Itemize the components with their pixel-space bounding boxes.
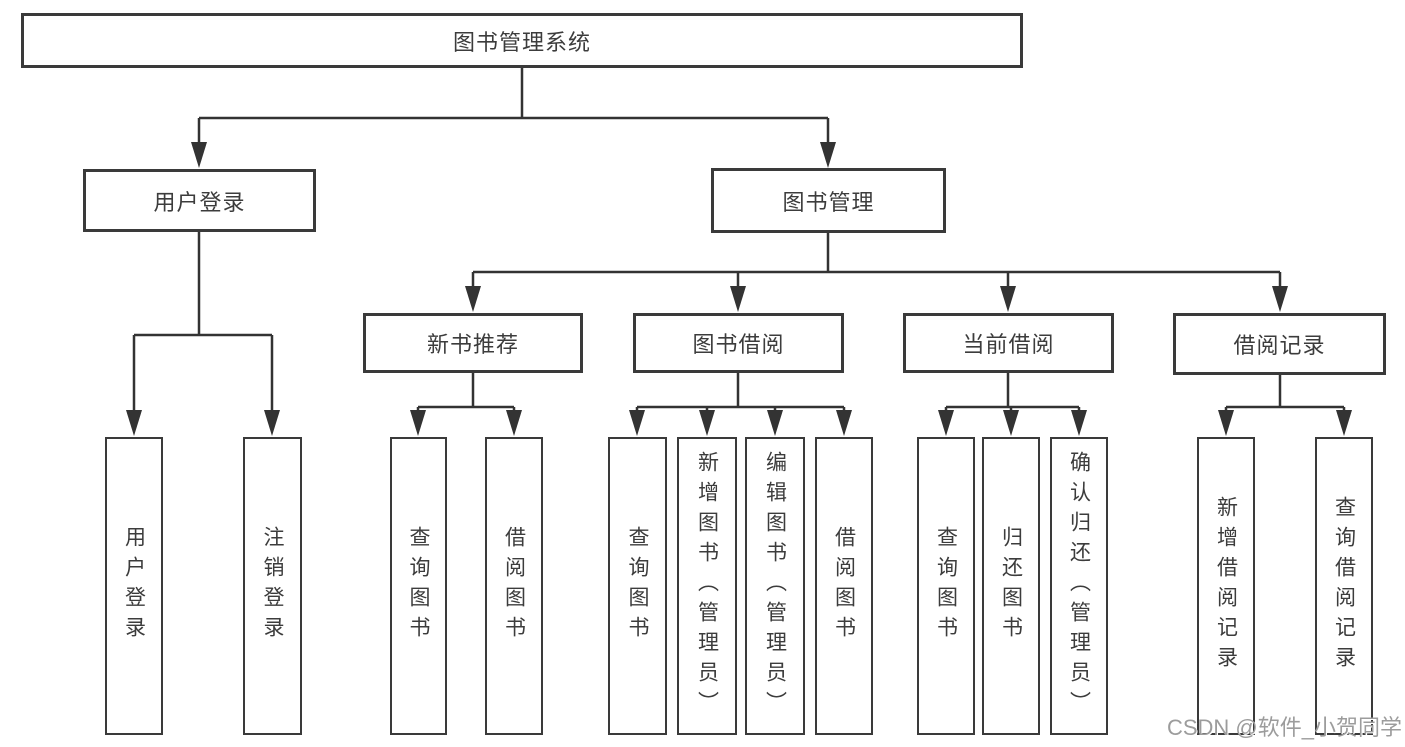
node-leaf-borrow-books: 借阅图书 (815, 437, 873, 735)
node-label: 归还图书 (999, 526, 1023, 646)
arrow-down-icon (629, 410, 645, 436)
node-label: 查询图书 (407, 526, 430, 646)
node-leaf-query-books-current: 查询图书 (917, 437, 975, 735)
node-label: 查询借阅记录 (1332, 496, 1356, 676)
node-label: 查询图书 (934, 526, 958, 646)
node-label: 查询图书 (626, 526, 649, 646)
node-label: 图书借阅 (692, 332, 785, 357)
node-leaf-add-borrow-record: 新增借阅记录 (1197, 437, 1255, 735)
arrow-down-icon (410, 410, 426, 436)
node-root-system: 图书管理系统 (21, 13, 1023, 68)
node-label: 新书推荐 (426, 332, 519, 357)
arrow-down-icon (938, 410, 954, 436)
arrow-down-icon (506, 410, 522, 436)
arrow-down-icon (126, 410, 142, 436)
node-leaf-borrow-books-recommend: 借阅图书 (485, 437, 543, 735)
arrow-down-icon (730, 286, 746, 312)
node-label: 确认归还（管理员） (1067, 451, 1091, 721)
connector-borrow-records-branch (1224, 375, 1346, 414)
node-label: 用户登录 (122, 526, 146, 646)
node-leaf-query-borrow-record: 查询借阅记录 (1315, 437, 1373, 735)
connector-current-borrow-branch (944, 373, 1081, 414)
node-leaf-logout: 注销登录 (243, 437, 302, 735)
node-leaf-edit-books-admin: 编辑图书（管理员） (745, 437, 805, 735)
arrow-down-icon (1218, 410, 1234, 436)
node-user-login-module: 用户登录 (83, 169, 316, 232)
node-leaf-user-login: 用户登录 (105, 437, 163, 735)
node-book-management-module: 图书管理 (711, 168, 946, 233)
node-label: 借阅图书 (502, 526, 526, 646)
arrow-down-icon (1003, 410, 1019, 436)
arrow-down-icon (1272, 286, 1288, 312)
arrow-down-icon (1000, 286, 1016, 312)
arrow-down-icon (767, 410, 783, 436)
arrow-down-icon (820, 142, 836, 168)
connector-book-mgmt-branch (471, 233, 1282, 290)
csdn-watermark: CSDN @软件_小贺同学 (1166, 715, 1402, 740)
node-label: 用户登录 (153, 189, 246, 215)
node-label: 借阅记录 (1233, 333, 1326, 358)
node-label: 借阅图书 (832, 526, 856, 646)
connector-root-branch (197, 68, 830, 146)
node-leaf-return-books: 归还图书 (982, 437, 1040, 735)
node-label: 当前借阅 (962, 332, 1055, 357)
arrow-down-icon (191, 142, 207, 168)
node-borrowing-records: 借阅记录 (1173, 313, 1386, 375)
node-label: 图书管理系统 (452, 29, 591, 55)
node-label: 注销登录 (261, 526, 284, 646)
arrow-down-icon (264, 410, 280, 436)
node-current-borrowing: 当前借阅 (903, 313, 1114, 373)
node-label: 编辑图书（管理员） (763, 451, 787, 721)
node-book-borrowing: 图书借阅 (633, 313, 844, 373)
arrow-down-icon (699, 410, 715, 436)
node-leaf-query-books-borrowing: 查询图书 (608, 437, 667, 735)
arrow-down-icon (465, 286, 481, 312)
node-leaf-confirm-return-admin: 确认归还（管理员） (1050, 437, 1108, 735)
node-label: 图书管理 (782, 189, 875, 215)
node-label: 新增借阅记录 (1214, 496, 1238, 676)
arrow-down-icon (836, 410, 852, 436)
connector-new-book-rec-branch (416, 373, 516, 414)
node-new-book-recommend: 新书推荐 (363, 313, 583, 373)
node-leaf-add-books-admin: 新增图书（管理员） (677, 437, 737, 735)
connector-user-login-branch (132, 232, 274, 414)
arrow-down-icon (1336, 410, 1352, 436)
connector-book-borrow-branch (635, 373, 846, 414)
arrow-down-icon (1071, 410, 1087, 436)
node-leaf-query-books-recommend: 查询图书 (390, 437, 447, 735)
node-label: 新增图书（管理员） (695, 451, 719, 721)
